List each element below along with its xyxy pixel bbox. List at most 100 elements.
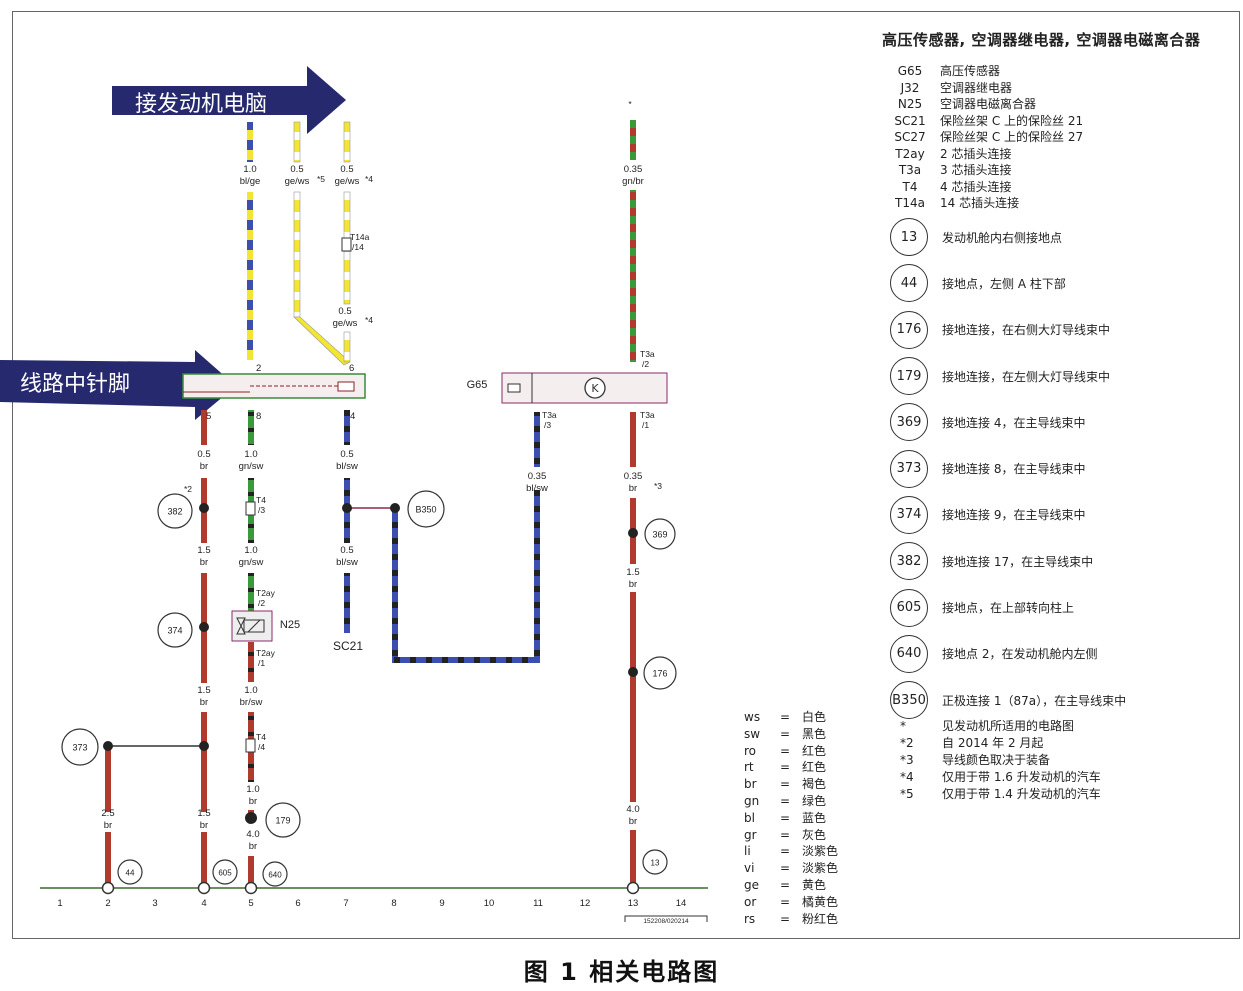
legend-title: 高压传感器, 空调器继电器, 空调器电磁离合器 <box>882 31 1201 49</box>
connector-label: T2ay <box>256 648 276 658</box>
clutch-n25 <box>231 610 273 642</box>
color-meaning: 蓝色 <box>802 810 827 825</box>
ground-point-badge: 640 <box>890 634 928 673</box>
ground-marker-label: 13 <box>651 859 660 868</box>
component-row: T4 4 芯插头连接 <box>890 179 1083 196</box>
color-code-row: rs=粉红色 <box>744 911 838 928</box>
footnote-marker: *4 <box>365 315 373 325</box>
color-code: vi <box>744 861 755 876</box>
connector-pin-label: /1 <box>642 420 649 430</box>
wire-color-label: br <box>629 579 637 590</box>
ground-point-badge: 176 <box>890 310 928 349</box>
wire-color-label: br <box>200 557 208 568</box>
wire-br-05 <box>201 410 207 445</box>
equals-sign: = <box>780 743 791 758</box>
wire-gauge-label: 0.35 <box>624 164 643 175</box>
color-code-row: bl=蓝色 <box>744 810 838 827</box>
connector-pin-label: /3 <box>544 420 551 430</box>
wire-gauge-label: 1.0 <box>244 545 257 556</box>
component-desc: 4 芯插头连接 <box>940 179 1012 194</box>
color-meaning: 粉红色 <box>802 911 839 926</box>
wire-bl-sw-035-top <box>534 412 540 467</box>
component-label-g65: G65 <box>467 379 488 391</box>
track-number: 5 <box>248 898 253 909</box>
component-label-n25: N25 <box>280 619 300 631</box>
color-code-row: sw=黑色 <box>744 726 838 743</box>
wire-color-label: br <box>104 820 112 831</box>
color-meaning: 橘黄色 <box>802 894 839 909</box>
color-code-row: ws=白色 <box>744 709 838 726</box>
ground-marker <box>265 802 301 838</box>
callout-arrow-ecu <box>112 66 346 134</box>
drawing-id: 152208/020214 <box>643 918 689 925</box>
ground-marker-group <box>61 490 677 887</box>
track-number: 11 <box>533 898 543 909</box>
component-code: T4 <box>902 179 918 194</box>
equals-sign: = <box>780 777 791 792</box>
color-meaning: 红色 <box>802 760 827 775</box>
wire-gn-br <box>630 190 636 362</box>
footnote-desc: 见发动机所适用的电路图 <box>942 719 1075 733</box>
connector-label: T3a <box>640 349 655 359</box>
equals-sign: = <box>780 911 791 926</box>
wire-gauge-label: 0.5 <box>340 164 353 175</box>
wire-br-15c <box>201 712 207 812</box>
equals-sign: = <box>780 710 791 724</box>
wire-gauge-label: 4.0 <box>626 804 639 815</box>
component-label-sc21: SC21 <box>333 639 363 653</box>
wire-gauge-label: 0.5 <box>340 545 353 556</box>
ground-marker <box>212 859 238 885</box>
ground-marker-label: 176 <box>652 669 667 679</box>
color-code: br <box>744 777 757 792</box>
wire-gauge-label: 1.0 <box>244 685 257 696</box>
color-meaning: 黑色 <box>802 726 827 741</box>
wire-color-label: br <box>200 697 208 708</box>
ground-marker-label: 373 <box>72 743 87 753</box>
connector-pin-label: /4 <box>258 742 265 752</box>
track-number: 3 <box>152 898 157 909</box>
ground-marker <box>644 518 676 550</box>
color-code: or <box>744 894 757 909</box>
wire-color-label: ge/ws <box>285 176 310 187</box>
wire-br-035 <box>630 412 636 467</box>
ground-point-row: 44 接地点，左侧 A 柱下部 <box>890 260 1126 306</box>
component-code: SC27 <box>894 130 926 144</box>
wire-color-label: bl/sw <box>526 483 548 494</box>
wire-gauge-label: 0.5 <box>340 449 353 460</box>
ground-taps <box>101 881 640 895</box>
equals-sign: = <box>780 760 791 775</box>
color-code-row: rt=红色 <box>744 759 838 776</box>
ground-marker <box>157 493 193 529</box>
connector-label: T4 <box>256 732 266 742</box>
wire-gauge-label: 0.35 <box>528 471 547 482</box>
ground-point-desc: 接地连接 4，在主导线束中 <box>942 415 1086 430</box>
wire-gn-sw-1 <box>248 410 254 445</box>
wire-bl-ge-top <box>247 122 253 162</box>
equals-sign: = <box>780 844 791 859</box>
wire-gauge-label: 1.5 <box>626 567 639 578</box>
ground-point-desc: 接地点，左侧 A 柱下部 <box>942 276 1066 291</box>
callout-pin-label: 线路中针脚 <box>20 372 131 397</box>
wire-color-label: bl/sw <box>336 557 358 568</box>
component-desc: 高压传感器 <box>940 64 1001 78</box>
track-number: 13 <box>628 898 639 909</box>
ground-marker-label: 605 <box>218 869 232 878</box>
connector-t14a-icon <box>341 237 352 252</box>
wire-gauge-label: 0.35 <box>624 471 643 482</box>
ground-point-badge: 44 <box>890 264 928 303</box>
footnote-desc: 导线颜色取决于装备 <box>942 753 1051 767</box>
wire-br-40a <box>248 856 254 887</box>
ground-point-badge: 382 <box>890 542 928 581</box>
color-meaning: 灰色 <box>802 827 827 842</box>
color-code: gr <box>744 827 757 842</box>
